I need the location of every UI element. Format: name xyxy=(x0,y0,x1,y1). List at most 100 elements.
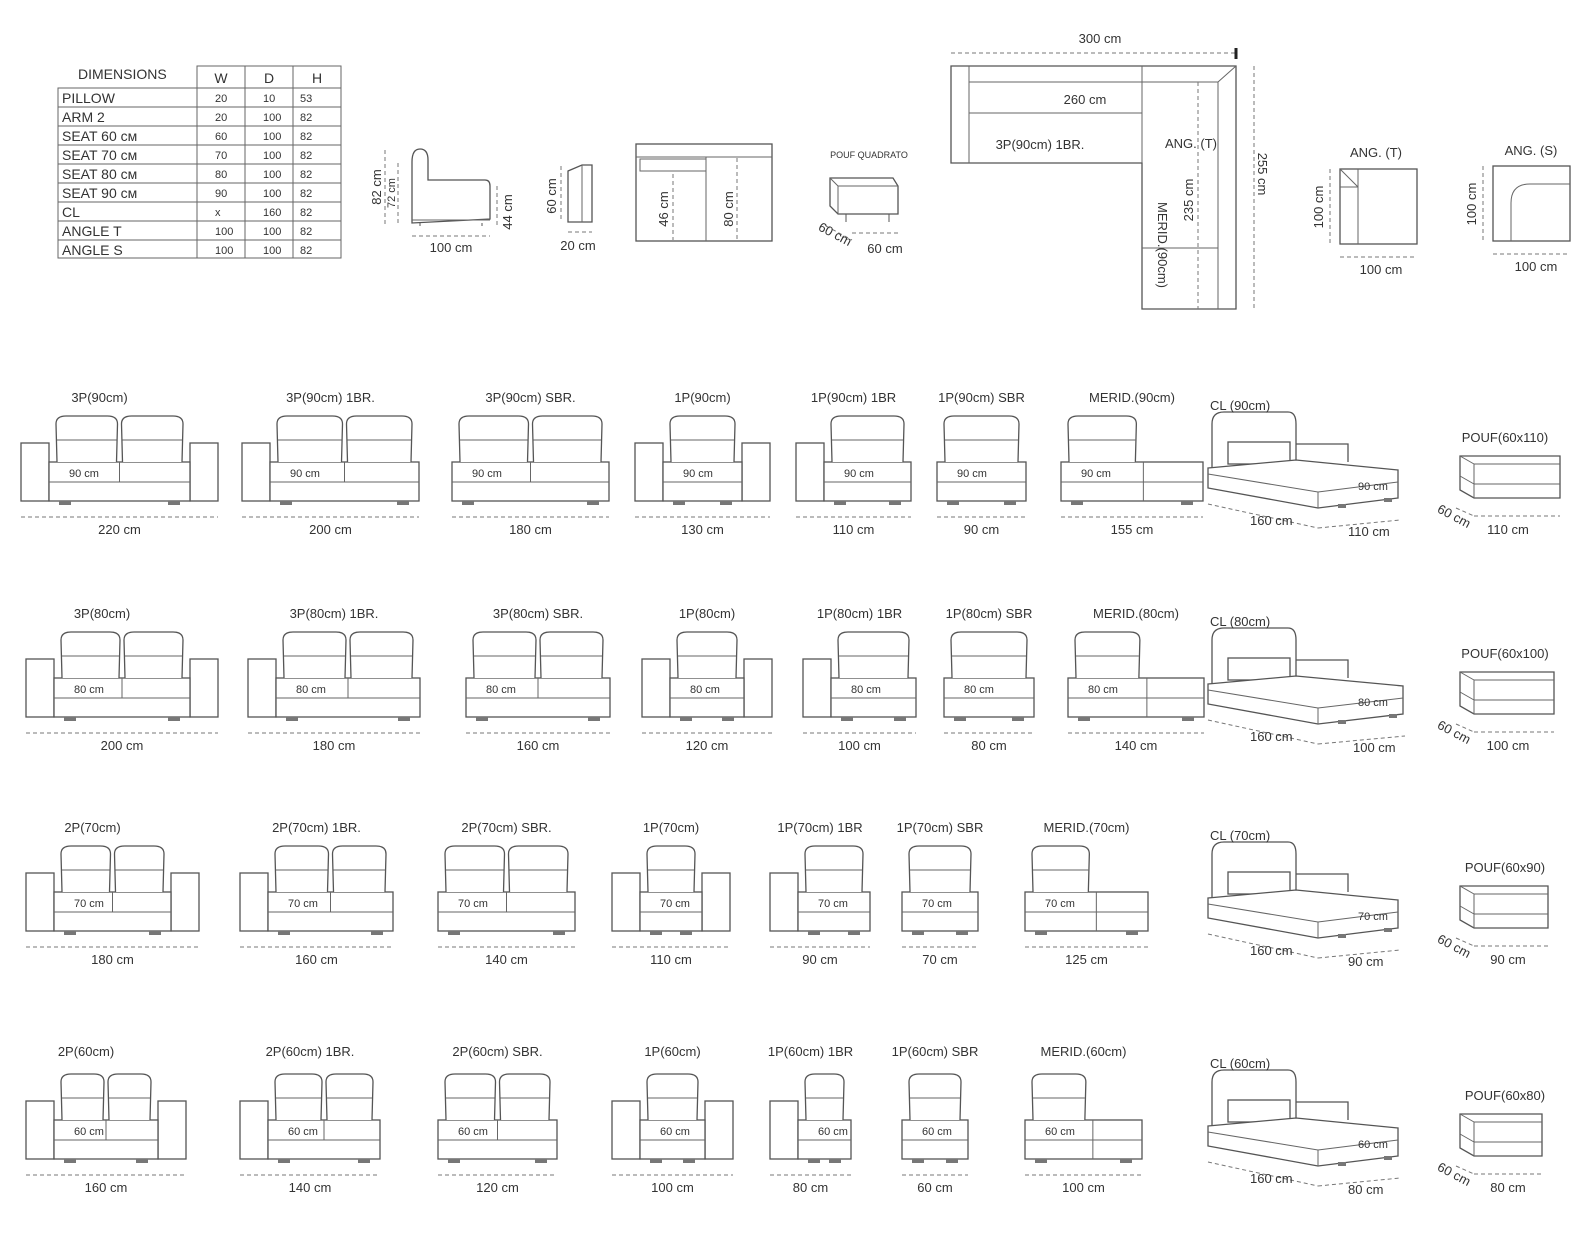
cl-label: CL (70cm) xyxy=(1210,828,1270,843)
angle-t-height: 100 cm xyxy=(1311,186,1326,229)
module-seat-width: 80 cm xyxy=(74,684,104,696)
table-title: DIMENSIONS xyxy=(78,66,167,82)
table-header-w: W xyxy=(214,70,228,86)
cl-seat-width: 80 cm xyxy=(1358,697,1388,709)
module-seat-width: 90 cm xyxy=(69,468,99,480)
module-seat-width: 80 cm xyxy=(486,684,516,696)
module-width: 100 cm xyxy=(838,738,881,753)
corner-plan-diagram: 300 cm 260 cm 3P(90cm) 1BR. ANG. (T) MER… xyxy=(950,31,1270,310)
corner-sofa-label: 3P(90cm) 1BR. xyxy=(996,137,1085,152)
cl-seat-width: 90 cm xyxy=(1358,481,1388,493)
pouf-width: 100 cm xyxy=(1487,738,1530,753)
module-label: 2P(70cm) xyxy=(64,820,120,835)
top-view-diagram: 46 cm 80 cm xyxy=(635,143,773,242)
table-row-w: 20 xyxy=(215,93,227,105)
table-row-name: SEAT 70 cм xyxy=(62,147,137,163)
table-row-name: ANGLE T xyxy=(62,223,122,239)
cl-width: 90 cm xyxy=(1348,954,1383,969)
cl-depth: 160 cm xyxy=(1250,729,1293,744)
arm-height: 60 cm xyxy=(544,178,559,213)
side-height-seat: 44 cm xyxy=(500,194,515,229)
module-width: 80 cm xyxy=(971,738,1006,753)
module-seat-width: 60 cm xyxy=(818,1126,848,1138)
module-width: 110 cm xyxy=(833,522,875,537)
cl-width: 80 cm xyxy=(1348,1182,1383,1197)
module-seat-width: 60 cm xyxy=(922,1126,952,1138)
module-width: 160 cm xyxy=(517,738,560,753)
module-row: 3P(80cm) 80 cm 200 cm 3P(80cm) 1BR.80 cm180… xyxy=(25,606,1555,755)
module-label: 3P(90cm) xyxy=(71,390,127,405)
module-seat-width: 70 cm xyxy=(922,898,952,910)
pouf-quadrato-depth: 60 cm xyxy=(816,219,854,249)
module-width: 90 cm xyxy=(964,522,999,537)
module-label: 1P(70cm) SBR xyxy=(897,820,984,835)
side-height-total: 82 cm xyxy=(369,169,384,204)
module-label: 2P(60cm) 1BR. xyxy=(266,1044,355,1059)
module-label: 2P(60cm) SBR. xyxy=(452,1044,542,1059)
table-row-name: SEAT 90 cм xyxy=(62,185,137,201)
module-seat-width: 60 cm xyxy=(660,1126,690,1138)
pouf-label: POUF(60x100) xyxy=(1461,646,1548,661)
pouf-label: POUF(60x90) xyxy=(1465,860,1545,875)
table-row-h: 82 xyxy=(300,207,312,219)
module-label: 1P(70cm) 1BR xyxy=(777,820,862,835)
table-row-h: 82 xyxy=(300,226,312,238)
module-label: 2P(70cm) 1BR. xyxy=(272,820,361,835)
module-seat-width: 80 cm xyxy=(1088,684,1118,696)
module-seat-width: 90 cm xyxy=(472,468,502,480)
table-row-w: x xyxy=(215,207,221,219)
pouf-depth: 60 cm xyxy=(1435,501,1473,531)
module-width: 180 cm xyxy=(91,952,134,967)
module-width: 110 cm xyxy=(650,952,692,967)
module-seat-width: 70 cm xyxy=(288,898,318,910)
module-width: 60 cm xyxy=(917,1180,952,1195)
table-row-h: 53 xyxy=(300,93,312,105)
sofa-module: 1P(80cm) SBR 80 cm 80 cm xyxy=(943,606,1035,753)
cl-width: 100 cm xyxy=(1353,740,1396,755)
module-seat-width: 70 cm xyxy=(660,898,690,910)
module-label: 1P(80cm) 1BR xyxy=(817,606,902,621)
module-width: 160 cm xyxy=(85,1180,128,1195)
table-body-box xyxy=(57,87,342,259)
module-label: 2P(70cm) SBR. xyxy=(461,820,551,835)
module-width: 140 cm xyxy=(1115,738,1158,753)
module-seat-width: 80 cm xyxy=(964,684,994,696)
module-label: 1P(80cm) SBR xyxy=(946,606,1033,621)
module-seat-width: 80 cm xyxy=(690,684,720,696)
cl-label: CL (60cm) xyxy=(1210,1056,1270,1071)
module-label: 3P(90cm) SBR. xyxy=(485,390,575,405)
cl-depth: 160 cm xyxy=(1250,513,1293,528)
corner-height: 255 cm xyxy=(1255,153,1270,196)
table-header-h: H xyxy=(312,70,322,86)
table-row-name: CL xyxy=(62,204,80,220)
module-label: MERID.(90cm) xyxy=(1089,390,1175,405)
cl-depth: 160 cm xyxy=(1250,1171,1293,1186)
module-label: 3P(80cm) xyxy=(74,606,130,621)
module-label: 3P(80cm) 1BR. xyxy=(290,606,379,621)
pouf-depth: 60 cm xyxy=(1435,1159,1473,1189)
table-row-h: 82 xyxy=(300,169,312,181)
corner-inner-height: 235 cm xyxy=(1181,179,1196,222)
angle-s-title: ANG. (S) xyxy=(1505,143,1558,158)
module-width: 200 cm xyxy=(101,738,144,753)
module-label: MERID.(70cm) xyxy=(1044,820,1130,835)
